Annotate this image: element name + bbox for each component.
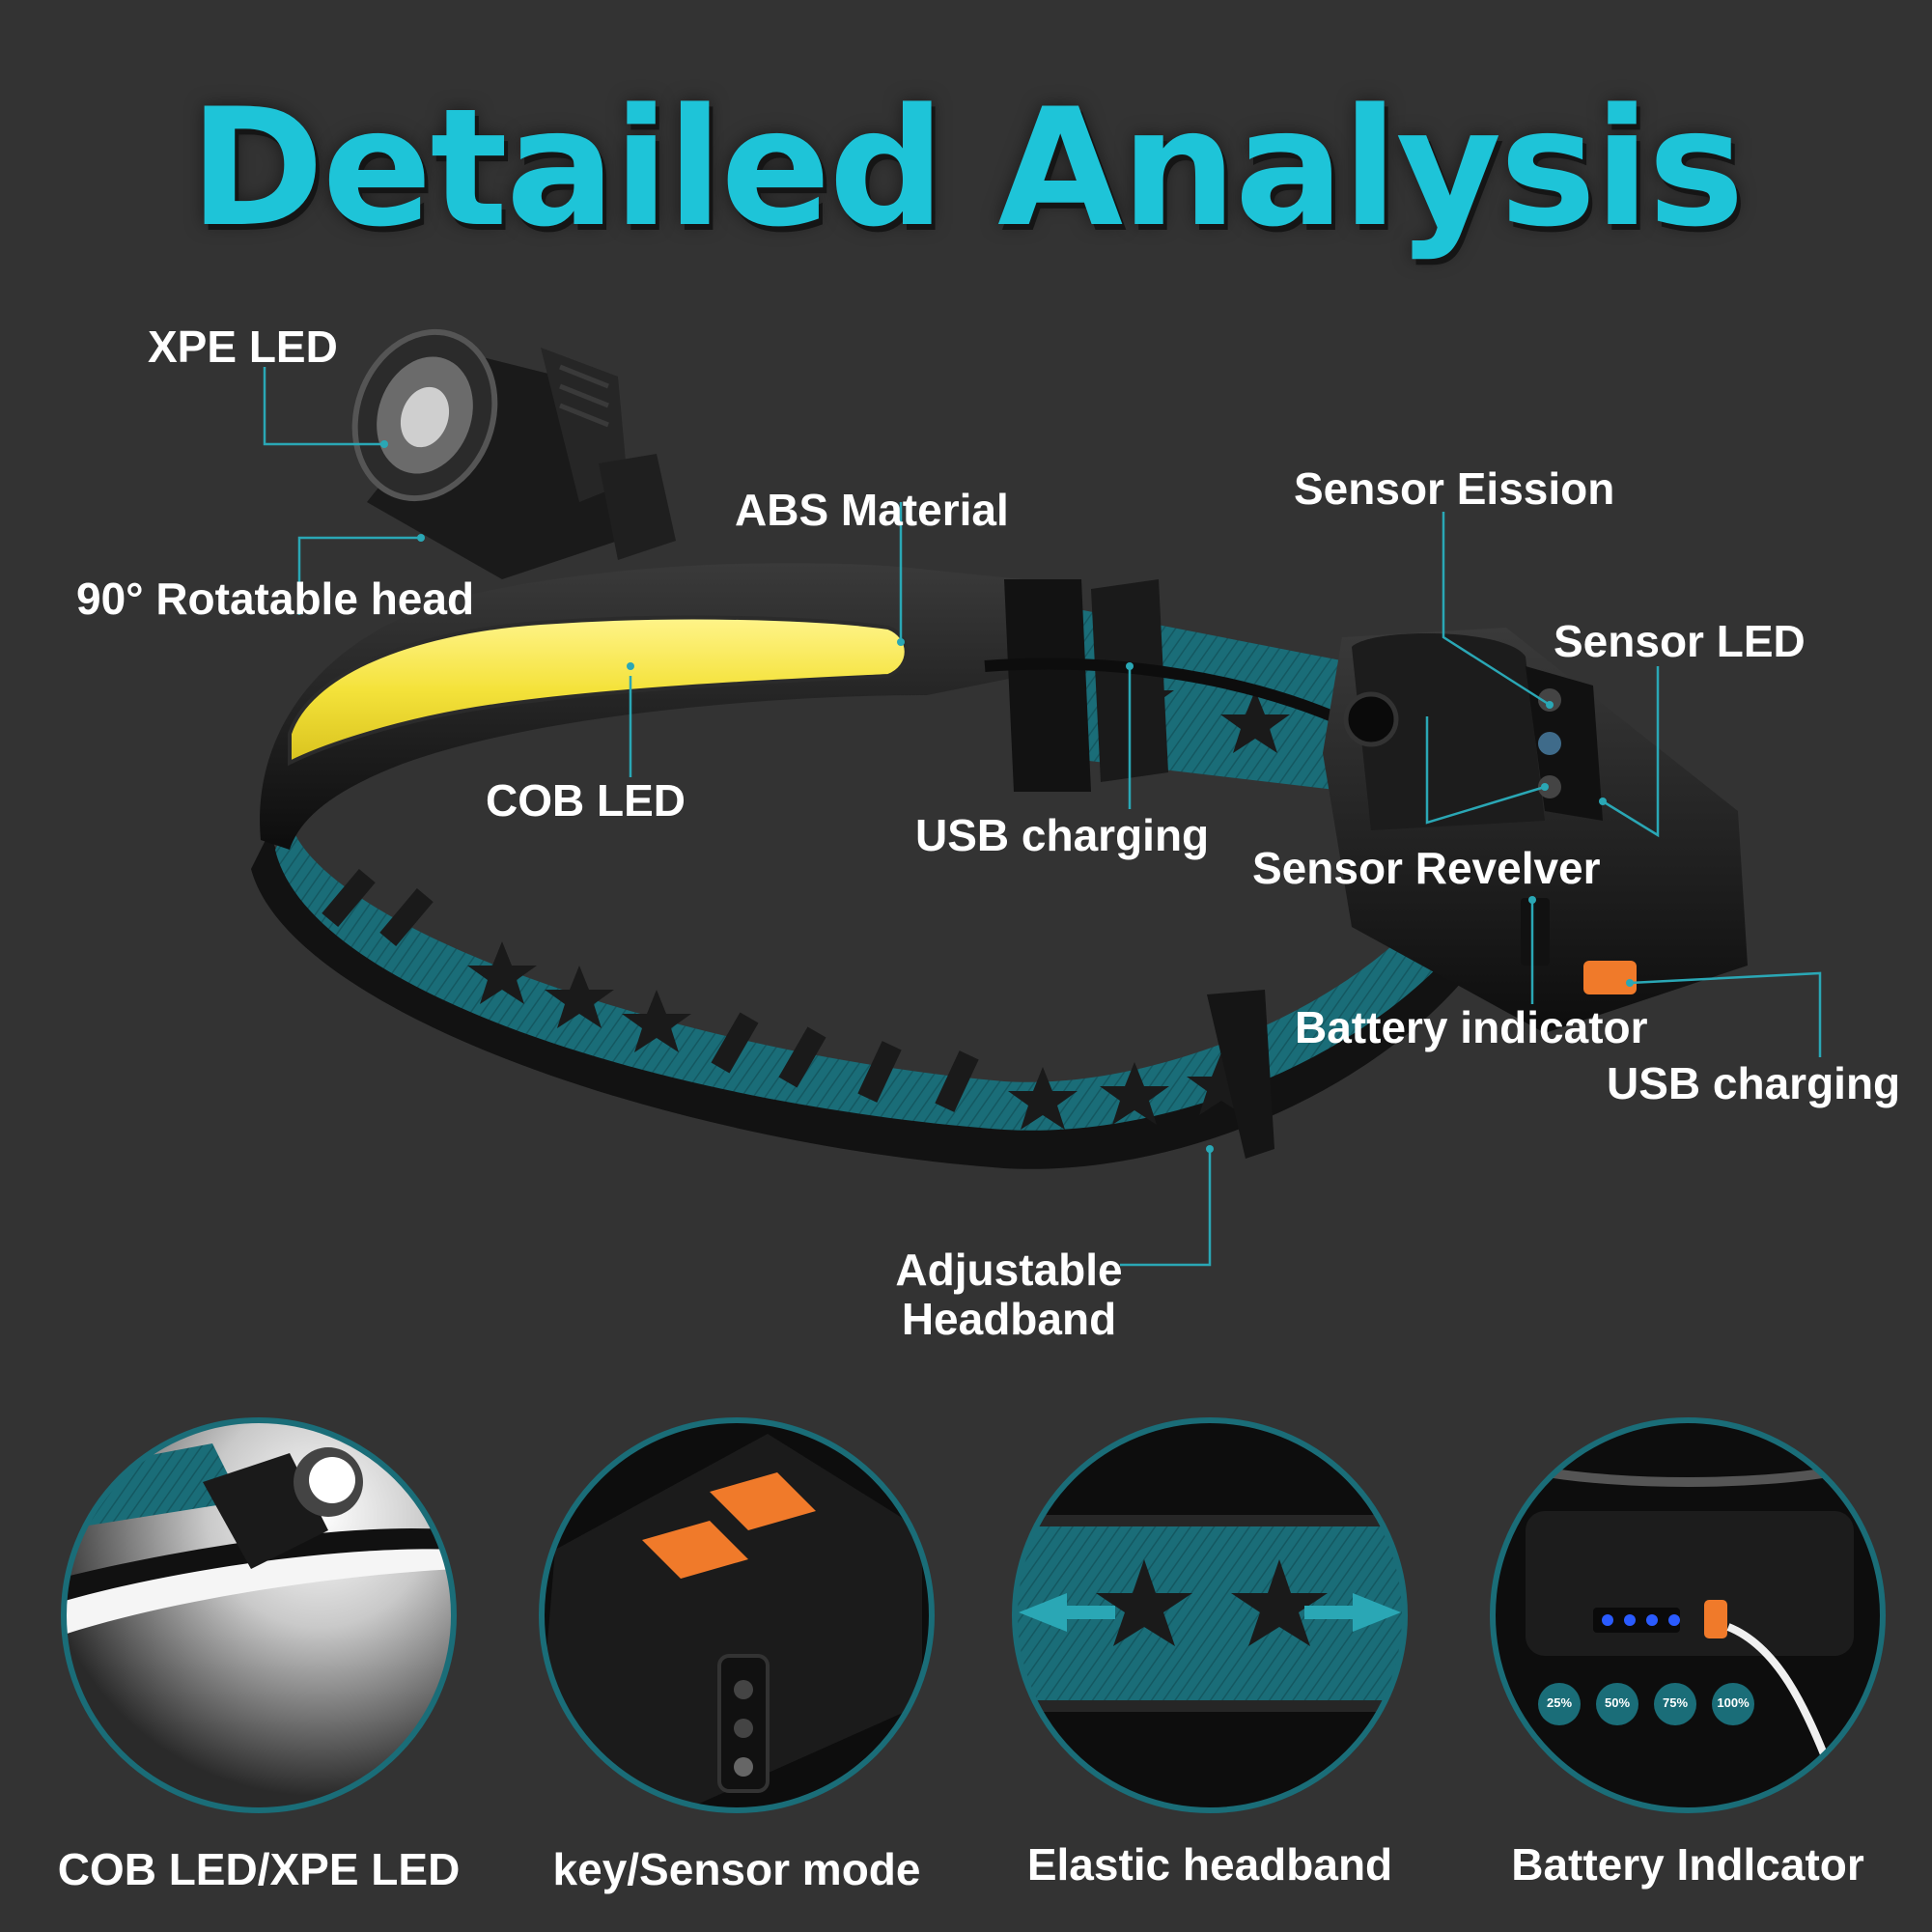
feature-caption-battery-indicator: Battery Indlcator: [1511, 1839, 1864, 1890]
xpe-head: [351, 328, 676, 579]
headband-closeup: [1012, 1417, 1408, 1813]
callout-cob-led: COB LED: [486, 775, 686, 826]
callout-abs-material: ABS Material: [735, 485, 1009, 535]
page-title: Detailed Analysis: [189, 73, 1745, 263]
callout-adjustable-headband: Adjustable Headband: [869, 1246, 1149, 1343]
feature-caption-key-sensor: key/Sensor mode: [552, 1844, 921, 1894]
battery-closeup: [1490, 1417, 1886, 1813]
battery-level-25: 25%: [1546, 1695, 1573, 1710]
feature-caption-elastic-headband: Elastic headband: [1026, 1839, 1393, 1890]
callout-usb-charging-top: USB charging: [915, 810, 1210, 860]
buttons-closeup: [539, 1417, 935, 1813]
callout-sensor-led: Sensor LED: [1554, 616, 1806, 666]
callout-sensor-receiver: Sensor Revelver: [1252, 843, 1601, 893]
callout-usb-charging-side: USB charging: [1607, 1058, 1901, 1108]
callout-sensor-emission: Sensor Eission: [1294, 463, 1615, 514]
cob-xpe-closeup: [61, 1417, 457, 1813]
battery-level-75: 75%: [1662, 1695, 1689, 1710]
callout-xpe-led: XPE LED: [148, 322, 338, 372]
battery-level-100: 100%: [1717, 1695, 1750, 1710]
callout-adjustable-line2: Headband: [901, 1293, 1117, 1344]
sensor-module: [1323, 628, 1748, 1033]
callout-battery-indicator: Battery indicator: [1295, 1002, 1648, 1052]
feature-caption-cob-xpe: COB LED/XPE LED: [57, 1844, 461, 1894]
battery-level-50: 50%: [1604, 1695, 1631, 1710]
cob-led-strip: [288, 615, 909, 767]
callout-rotatable-head: 90° Rotatable head: [76, 574, 475, 624]
callout-adjustable-line1: Adjustable: [895, 1245, 1123, 1295]
leader-lines: [263, 367, 1822, 1267]
